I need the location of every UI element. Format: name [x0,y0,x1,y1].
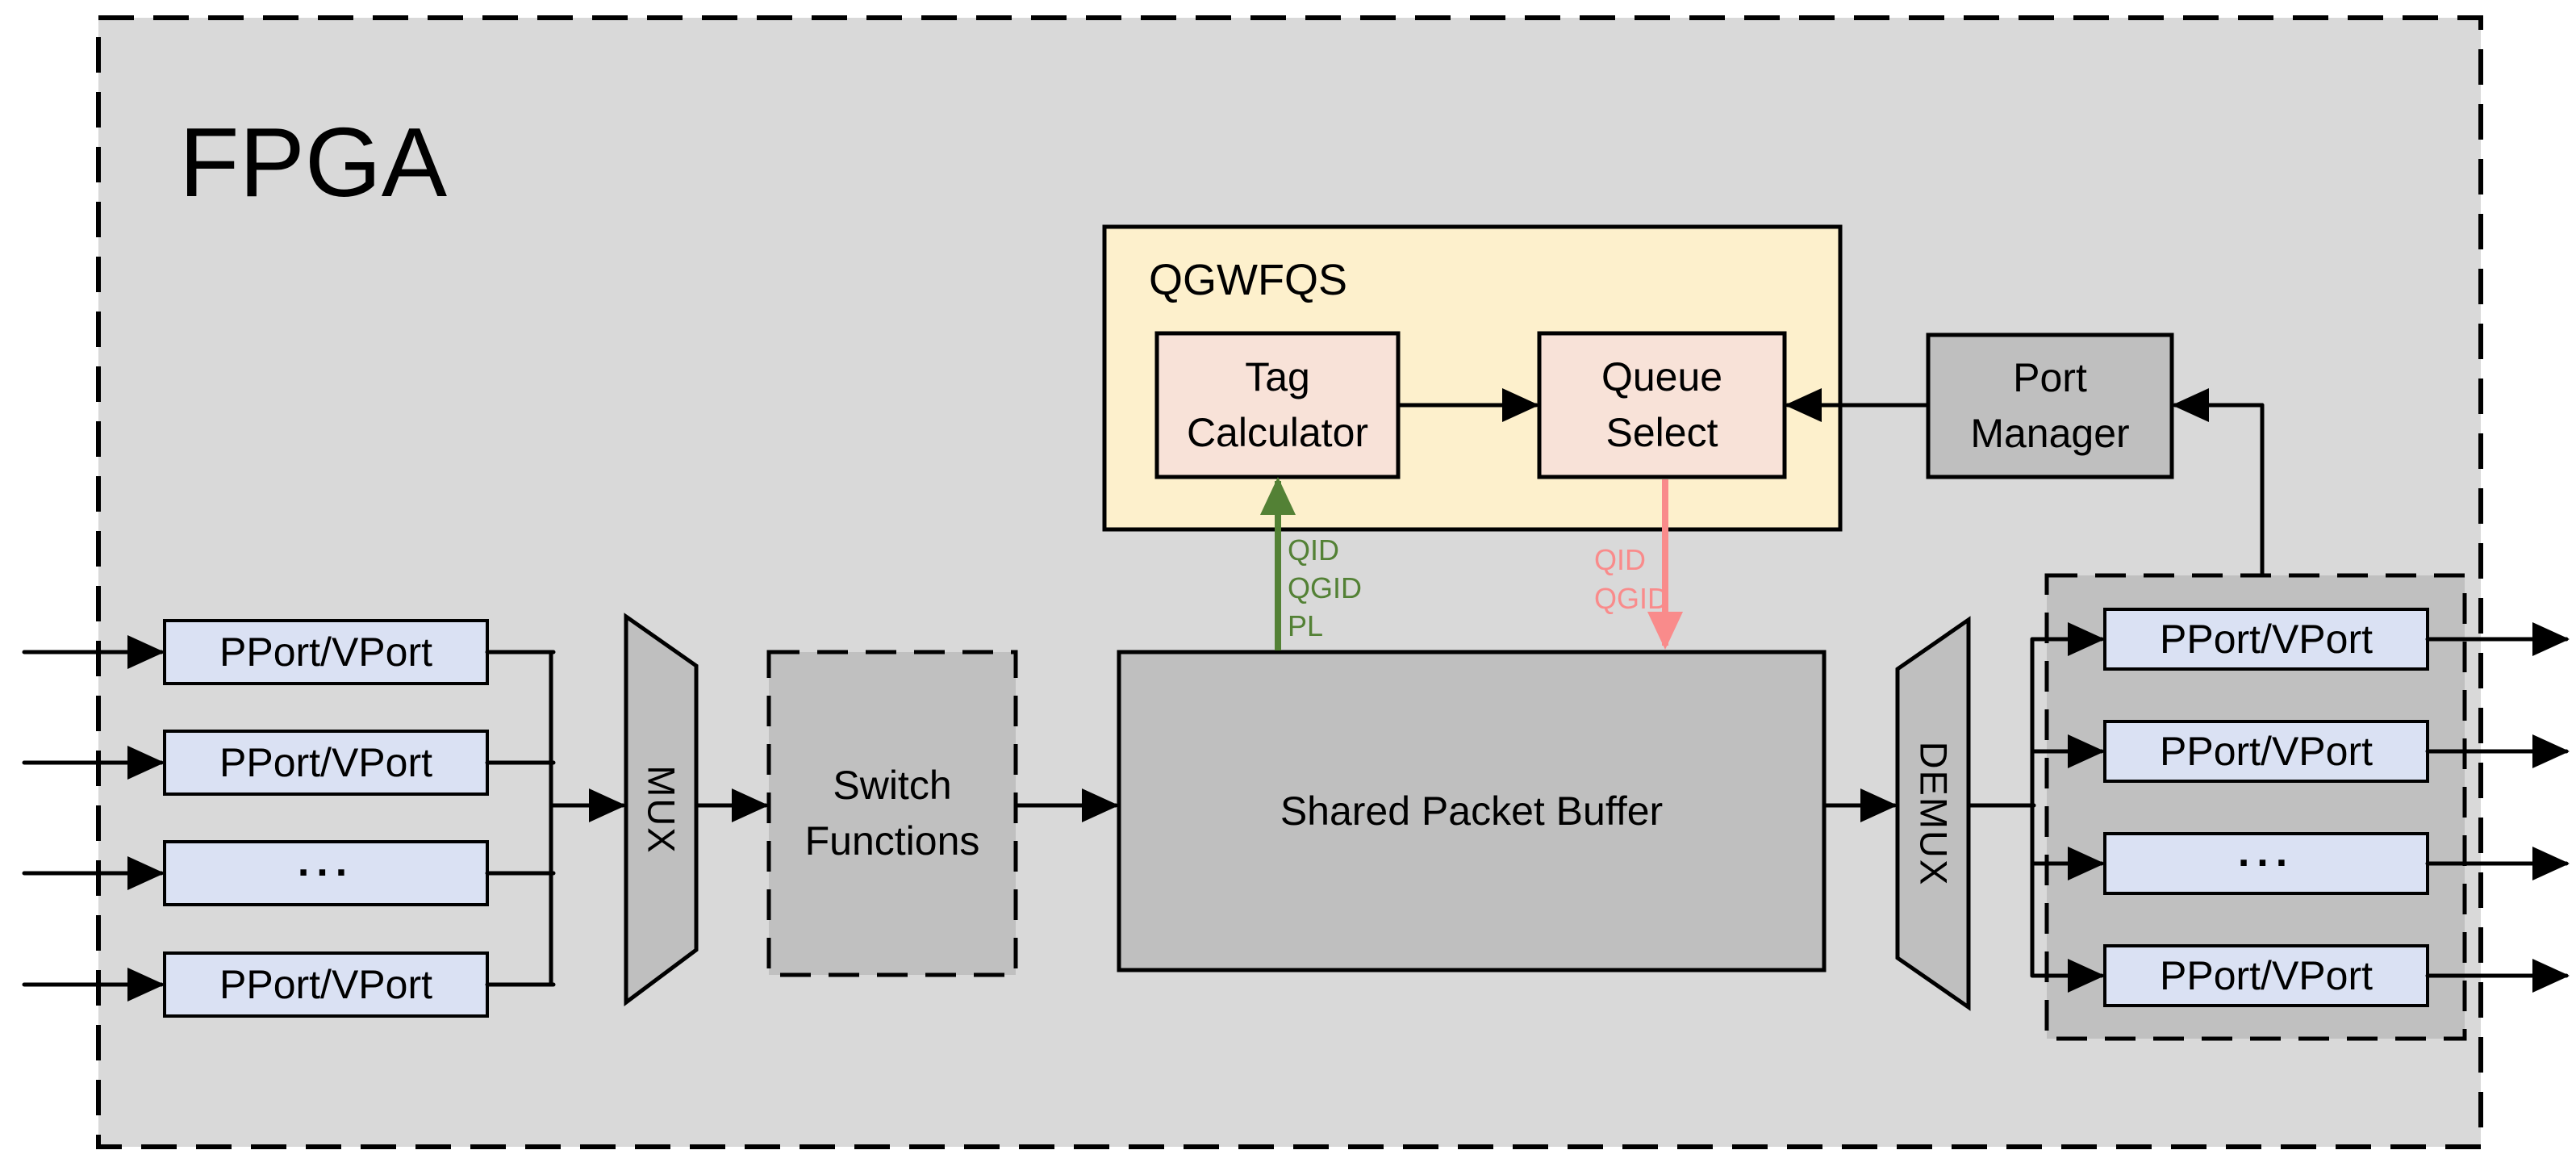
mux-shape [624,613,699,1006]
switch-functions-box [766,650,1018,977]
qgwfqs-title: QGWFQS [1149,256,1347,304]
input-port-box-1 [163,619,489,685]
tag-calculator-box [1154,331,1401,479]
port-manager-box [1926,332,2174,479]
output-port-box-1 [2103,608,2429,671]
input-port-box-4 [163,951,489,1018]
shared-packet-buffer-box [1117,650,1827,972]
output-port-box-3 [2103,832,2429,895]
fpga-title: FPGA [179,107,448,217]
queue-select-box [1537,331,1787,479]
demux-shape [1895,616,1971,1011]
input-port-box-2 [163,730,489,796]
input-port-box-3 [163,840,489,906]
output-port-box-4 [2103,944,2429,1007]
output-port-box-2 [2103,720,2429,783]
